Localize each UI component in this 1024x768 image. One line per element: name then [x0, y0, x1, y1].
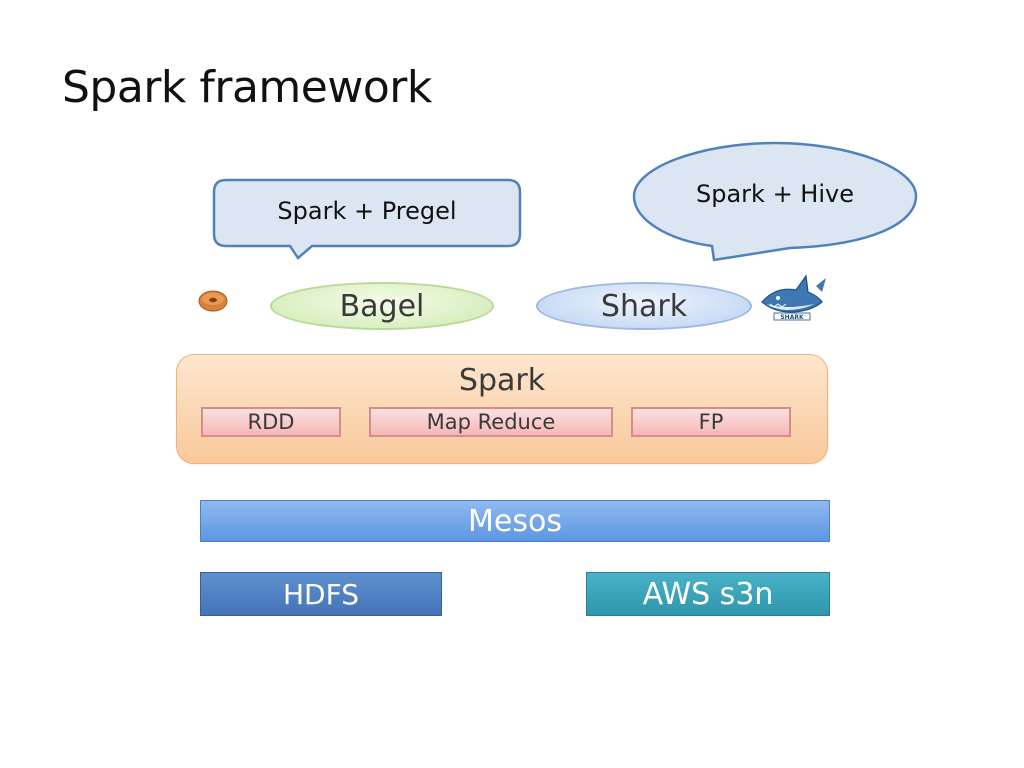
- fp-box: FP: [631, 407, 791, 437]
- slide-title: Spark framework: [62, 62, 432, 113]
- hive-callout-label: Spark + Hive: [696, 180, 854, 208]
- bagel-pill: Bagel: [270, 282, 494, 330]
- hdfs-layer: HDFS: [200, 572, 442, 616]
- spark-layer: Spark RDD Map Reduce FP: [176, 354, 828, 464]
- svg-text:SHARK: SHARK: [780, 314, 804, 321]
- shark-pill: Shark: [536, 282, 752, 330]
- bagel-icon: [198, 290, 228, 312]
- spark-stack-diagram: Bagel Shark SHARK Spark RDD Map Reduce F…: [170, 270, 850, 640]
- map-reduce-box: Map Reduce: [369, 407, 613, 437]
- aws-s3n-layer: AWS s3n: [586, 572, 830, 616]
- rdd-box: RDD: [201, 407, 341, 437]
- shark-icon: SHARK: [761, 274, 826, 321]
- mesos-layer: Mesos: [200, 500, 830, 542]
- pregel-callout-label: Spark + Pregel: [277, 197, 457, 225]
- spark-label: Spark: [458, 363, 546, 398]
